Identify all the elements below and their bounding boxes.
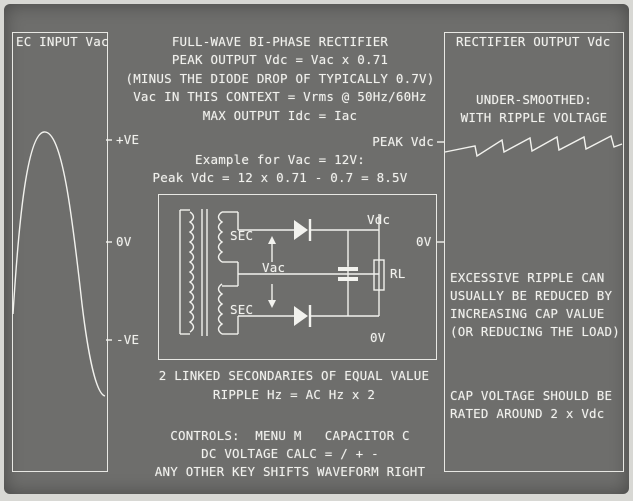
- sec-top-label: SEC: [230, 228, 254, 243]
- sec-bottom-label: SEC: [230, 302, 254, 317]
- cap-voltage-line-2: RATED AROUND 2 x Vdc: [450, 406, 605, 421]
- controls-line-3: ANY OTHER KEY SHIFTS WAVEFORM RIGHT: [154, 464, 426, 479]
- vac-arrows: [268, 236, 276, 308]
- max-output-note: MAX OUTPUT Idc = Iac: [202, 108, 358, 123]
- rl-label: RL: [390, 266, 406, 281]
- transformer-core: [201, 209, 208, 336]
- controls-line-2: DC VOLTAGE CALC = / + -: [201, 446, 379, 461]
- vac-label: Vac: [262, 260, 286, 275]
- zero-label-left: 0V: [116, 234, 132, 249]
- diode-bottom: [294, 305, 312, 327]
- diode-drop-note: (MINUS THE DIODE DROP OF TYPICALLY 0.7V): [125, 71, 435, 86]
- output-ripple-waveform: [444, 134, 623, 158]
- example-title: Example for Vac = 12V:: [195, 152, 365, 167]
- excessive-ripple-line-1: EXCESSIVE RIPPLE CAN: [450, 270, 605, 285]
- input-panel-title: EC INPUT Vac: [16, 34, 109, 49]
- excessive-ripple-line-4: (OR REDUCING THE LOAD): [450, 324, 620, 339]
- secondaries-note: 2 LINKED SECONDARIES OF EQUAL VALUE: [158, 368, 430, 383]
- vac-context-note: Vac IN THIS CONTEXT = Vrms @ 50Hz/60Hz: [133, 89, 427, 104]
- input-waveform-panel: [12, 32, 108, 472]
- excessive-ripple-line-3: INCREASING CAP VALUE: [450, 306, 605, 321]
- excessive-ripple-line-2: USUALLY BE REDUCED BY: [450, 288, 613, 303]
- under-smoothed-note: UNDER-SMOOTHED:: [476, 92, 592, 107]
- positive-label: +VE: [116, 132, 140, 147]
- ripple-voltage-note: WITH RIPPLE VOLTAGE: [460, 110, 608, 125]
- peak-vdc-label: PEAK Vdc: [372, 134, 434, 149]
- cap-voltage-line-1: CAP VOLTAGE SHOULD BE: [450, 388, 613, 403]
- screen: EC INPUT Vac RECTIFIER OUTPUT Vdc FULL-W…: [4, 4, 629, 494]
- load-resistor: [373, 259, 385, 291]
- negative-label: -VE: [116, 332, 140, 347]
- page-title: FULL-WAVE BI-PHASE RECTIFIER: [171, 34, 389, 49]
- graphics-layer: [12, 131, 623, 397]
- input-sine-wave: [12, 131, 106, 397]
- output-waveform-panel: [444, 32, 624, 472]
- example-calculation: Peak Vdc = 12 x 0.71 - 0.7 = 8.5V: [152, 170, 408, 185]
- transformer-primary-coil: [179, 209, 195, 335]
- circuit-wiring: [222, 211, 380, 335]
- vdc-label: Vdc: [367, 212, 391, 227]
- peak-output-formula: PEAK OUTPUT Vdc = Vac x 0.71: [171, 52, 389, 67]
- circuit-zero-label: 0V: [370, 330, 386, 345]
- zero-label-right: 0V: [416, 234, 432, 249]
- circuit-diagram-panel: [158, 194, 437, 360]
- ripple-hz-note: RIPPLE Hz = AC Hz x 2: [212, 387, 376, 402]
- smoothing-capacitor: [338, 260, 358, 281]
- diode-top: [294, 219, 312, 241]
- output-panel-title: RECTIFIER OUTPUT Vdc: [456, 34, 611, 49]
- controls-line-1: CONTROLS: MENU M CAPACITOR C: [170, 428, 410, 443]
- transformer-secondary-coils: [217, 211, 224, 335]
